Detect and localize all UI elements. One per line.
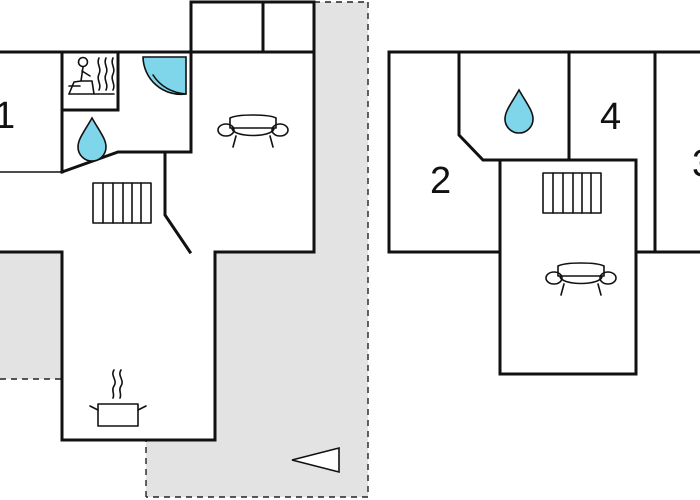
room-2-wall — [457, 50, 638, 162]
left-building-outline — [0, 0, 316, 442]
room-label-1: 1 — [0, 95, 15, 137]
room-label-2: 2 — [430, 160, 451, 202]
right-building-outline — [387, 50, 700, 376]
terrace-left — [0, 252, 62, 380]
radiator-icon — [542, 172, 602, 214]
living-room-wall — [163, 150, 193, 255]
sofa-icon — [545, 262, 617, 296]
arrow-icon — [291, 446, 340, 474]
room-label-4: 4 — [600, 96, 621, 138]
room-label-3: 3 — [692, 143, 700, 185]
shower-icon — [142, 56, 187, 96]
water-drop-icon — [77, 116, 107, 162]
sauna-icon — [68, 56, 115, 95]
bath-south-wall — [60, 150, 193, 174]
terrace-right — [145, 1, 369, 498]
kitchen-pot-icon — [89, 369, 147, 427]
sofa-icon — [217, 114, 289, 148]
left-building — [0, 0, 316, 442]
right-building — [387, 50, 700, 376]
radiator-icon — [92, 182, 152, 224]
water-drop-icon — [504, 88, 534, 134]
